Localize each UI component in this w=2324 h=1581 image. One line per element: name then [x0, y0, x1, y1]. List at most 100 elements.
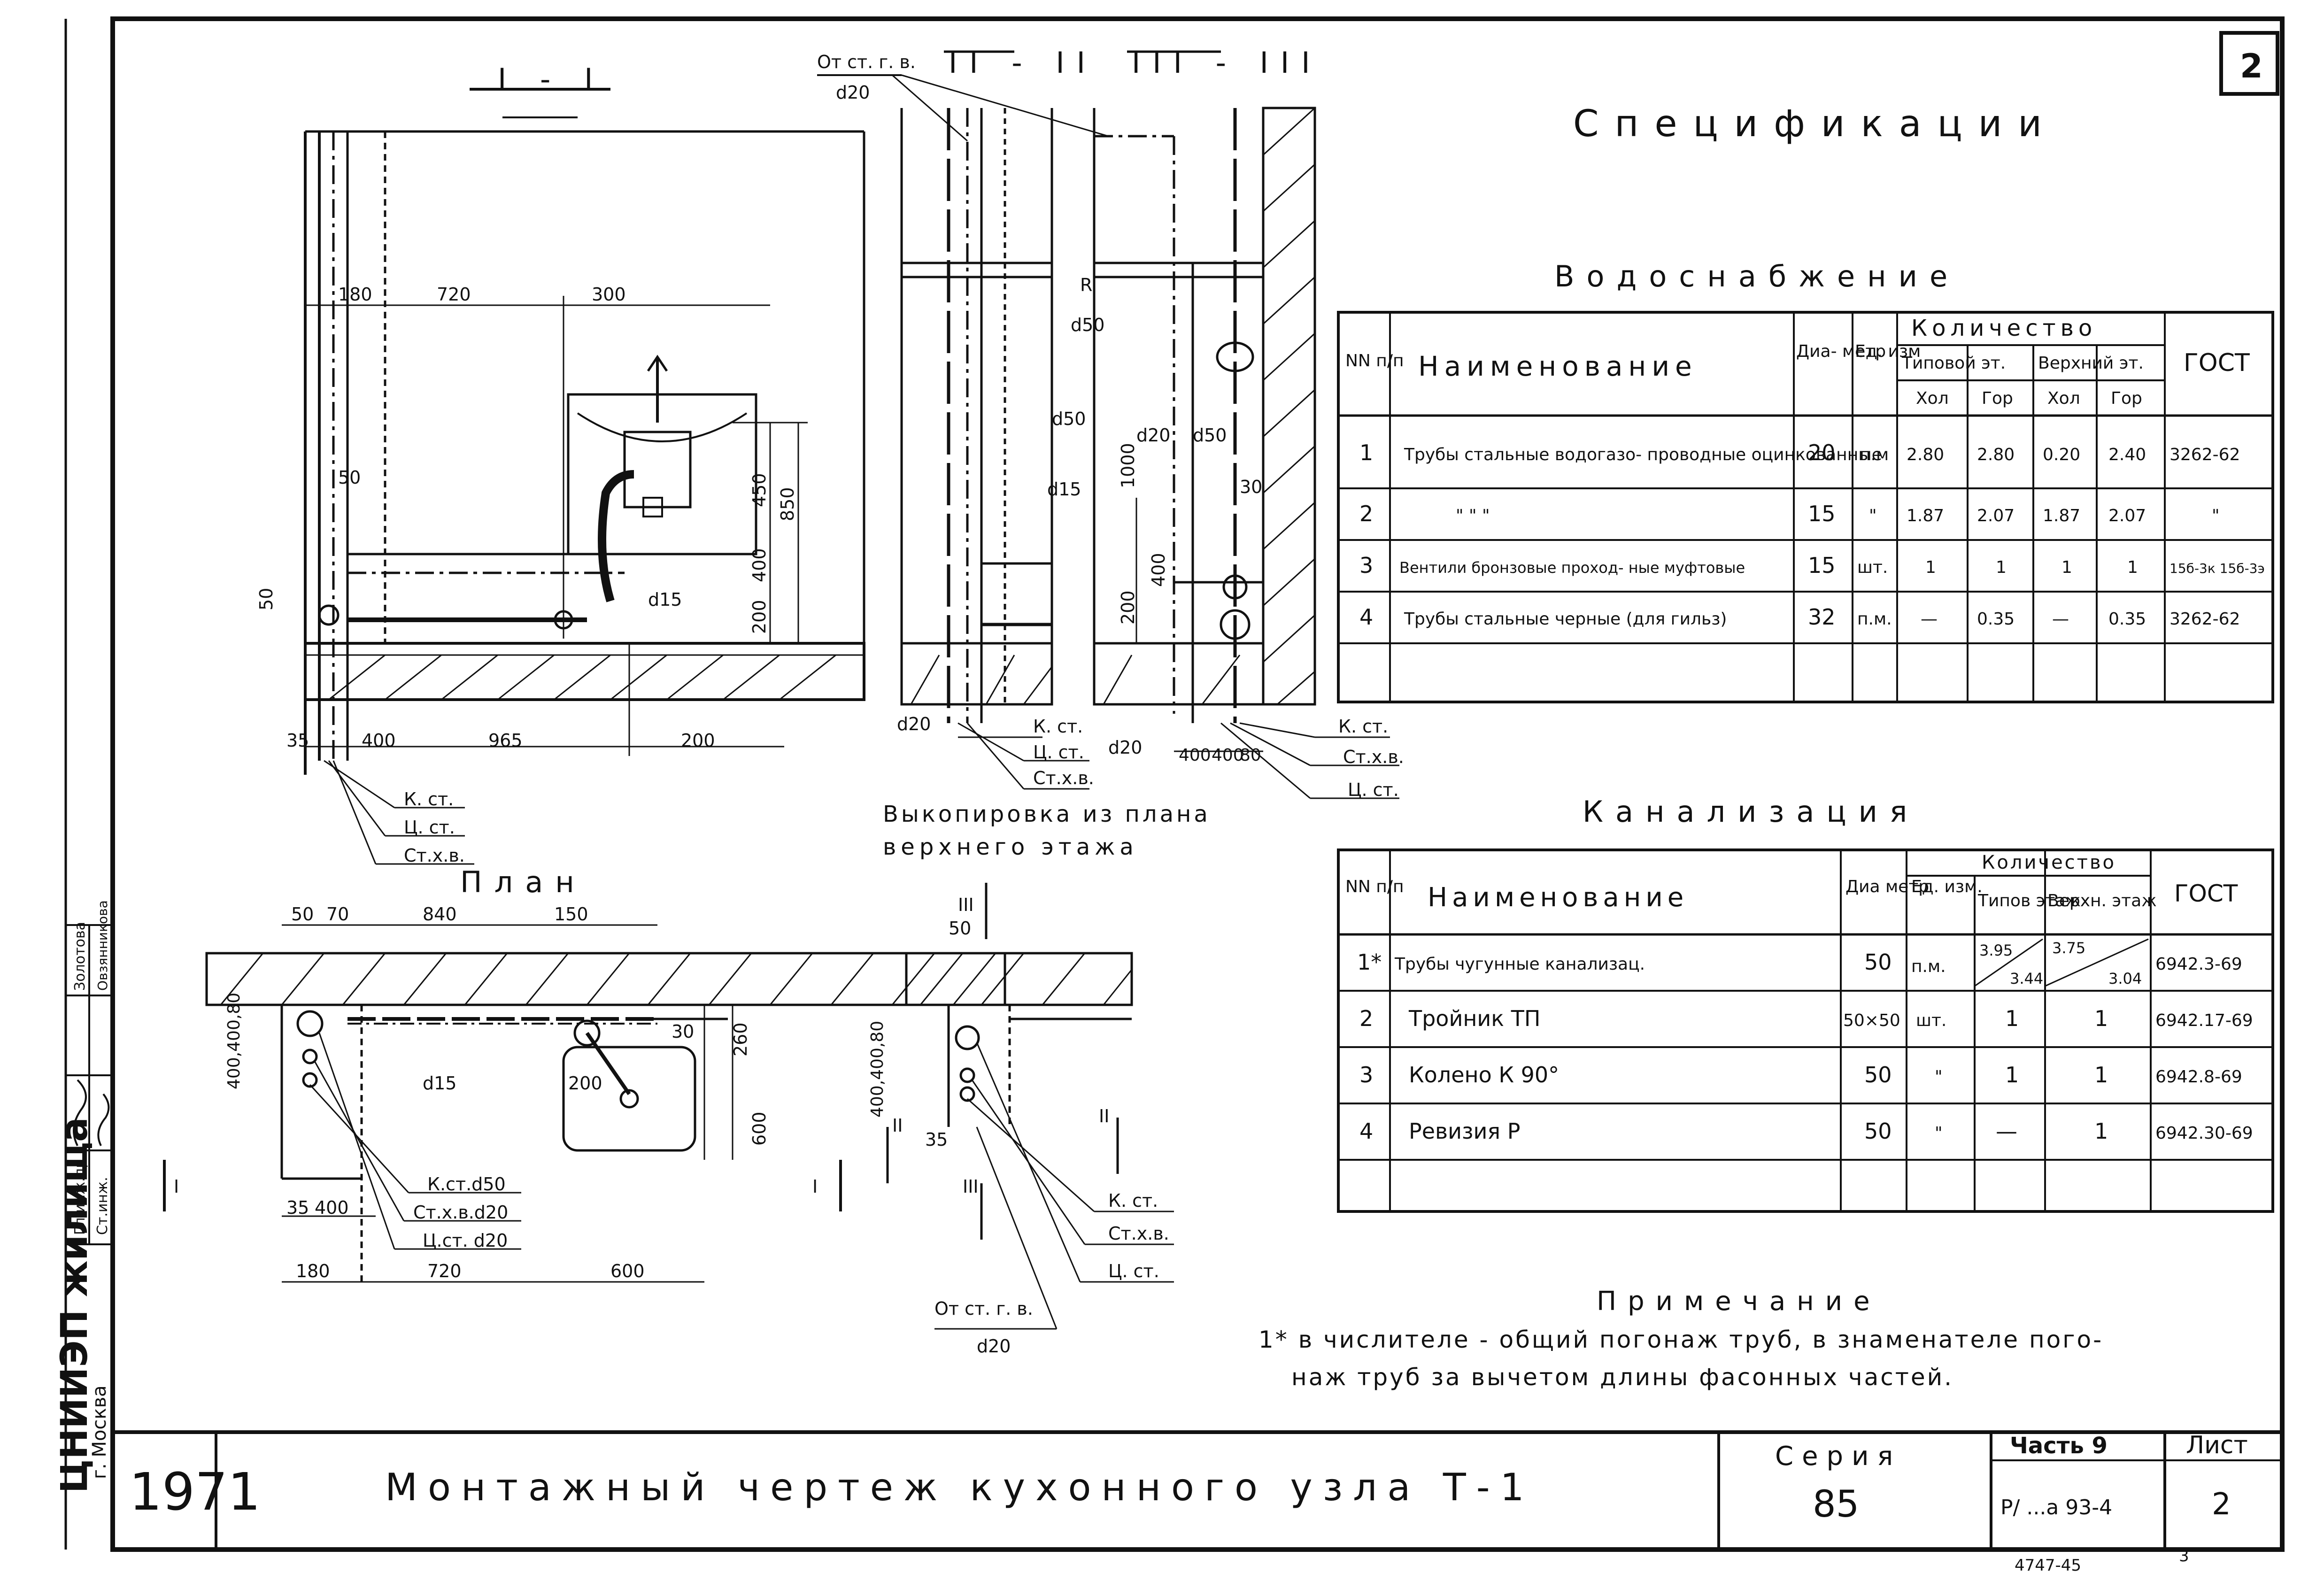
section-1-dim-50: 50 [338, 467, 361, 488]
series-label: Серия [1775, 1441, 1901, 1472]
water-h-nn: NN п/п [1345, 351, 1404, 370]
water-cell-d: 20 [1808, 440, 1836, 465]
sewer-h-nn: NN п/п [1345, 877, 1404, 896]
sewer-cell-up-den: 3.04 [2108, 970, 2142, 987]
water-cell-th: 1 [1996, 558, 2007, 577]
section-3-dim-400: 400 [1148, 553, 1169, 587]
upper-plan-mark-4: III [963, 1176, 979, 1197]
section-3-drawing [1093, 50, 1399, 799]
sewer-cell-gost: 6942.30-69 [2155, 1124, 2253, 1143]
sewer-row-2: 2 Тройник ТП 50×50 шт. 1 1 6942.17-69 [1359, 1006, 2253, 1031]
water-row-3: 3 Вентили бронзовые проход- ные муфтовые… [1359, 553, 2265, 578]
section-2-d15: d15 [1047, 479, 1081, 500]
water-cell-d: 32 [1808, 604, 1836, 630]
upper-plan-callout-c: Ц. ст. [1108, 1261, 1159, 1281]
water-cell-d: 15 [1808, 501, 1836, 526]
water-h-hot-2: Гор [2111, 389, 2142, 408]
sewer-row-1: 1* Трубы чугунные канализац. 50 п.м. 3.9… [1357, 939, 2242, 987]
sewer-h-upper: Верхн. этаж [2047, 891, 2157, 910]
upper-plan-mark-1: III [958, 895, 974, 915]
upper-plan-callout-k: К. ст. [1108, 1190, 1158, 1211]
sewer-cell-typ: 1 [2005, 1006, 2019, 1031]
plan-dim-400: 400 [315, 1197, 349, 1218]
water-cell-unit: п.м. [1857, 609, 1892, 629]
section-3-label: III - III [1132, 46, 1322, 80]
section-3-callout-c: Ц. ст. [1348, 779, 1399, 800]
water-h-typical: Типовой эт. [1901, 354, 2006, 373]
sewer-row-3: 3 Колено К 90° 50 " 1 1 6942.8-69 [1359, 1062, 2242, 1087]
plan-dim-840: 840 [423, 904, 457, 925]
stamp-role-2: Ст.инж. [94, 1177, 111, 1235]
sewer-cell-typ: — [1996, 1118, 2017, 1144]
plan-dim-180: 180 [296, 1261, 330, 1281]
sewer-cell-d: 50 [1864, 1062, 1892, 1087]
water-cell-n: 3 [1359, 553, 1373, 578]
sewer-h-unit: Ед. изм. [1911, 877, 1983, 896]
water-cell-uc: 0.20 [2043, 445, 2080, 464]
section-3-dim-bottom-3: 80 [1240, 746, 1261, 765]
plan-cut-mark-left: I [174, 1176, 179, 1197]
upper-plan-bottom-d: d20 [977, 1336, 1011, 1357]
upper-plan-dim-50: 50 [949, 918, 971, 939]
sewer-cell-name: Трубы чугунные канализац. [1394, 955, 1645, 974]
water-h-name: Наименование [1418, 350, 1698, 382]
note-title: Примечание [1597, 1286, 1881, 1317]
plan-drawing [163, 924, 1006, 1287]
sheet-frame [110, 16, 2285, 1552]
sewer-cell-up: 1 [2094, 1006, 2108, 1031]
section-1-dim-720: 720 [437, 284, 471, 305]
plan-dim-720: 720 [427, 1261, 462, 1281]
water-h-hot-1: Гор [1982, 389, 2013, 408]
section-1-dim-300: 300 [592, 284, 626, 305]
plan-dim-70: 70 [326, 904, 349, 925]
plan-dim-600b: 600 [610, 1261, 645, 1281]
sewer-h-typical: Типов этаж [1977, 891, 2081, 910]
upper-plan-dim-side: 400,400,80 [868, 1021, 887, 1118]
stamp-city: г. Москва [89, 1385, 110, 1479]
upper-plan-title-2: верхнего этажа [883, 834, 1138, 860]
sewer-h-quantity: Количество [1982, 852, 2116, 873]
plan-callout-xb: Ст.х.в.d20 [413, 1202, 508, 1223]
plan-angle: 200 [568, 1073, 602, 1094]
water-h-quantity: Количество [1911, 315, 2097, 341]
water-row-2: 2 " " " 15 " 1.87 2.07 1.87 2.07 " [1359, 501, 2220, 526]
section-1-dim-50b: 50 [256, 588, 277, 610]
section-3-dim-bottom-2: 400 [1212, 746, 1244, 765]
sewer-h-diameter: Диа метр [1845, 877, 1929, 896]
note-line-2: наж труб за вычетом длины фасонных часте… [1291, 1364, 1953, 1391]
water-cell-uh: 2.40 [2108, 445, 2146, 464]
water-cell-n: 2 [1359, 501, 1373, 526]
upper-plan-callout-xb: Ст.х.в. [1108, 1223, 1169, 1244]
section-2-callout-xb: Ст.х.в. [1033, 768, 1094, 788]
water-row-1: 1 Трубы стальные водогазо- проводные оци… [1359, 440, 2240, 465]
water-cell-n: 1 [1359, 440, 1373, 465]
water-cell-th: 0.35 [1977, 609, 2015, 629]
archive-sub: 3 [2179, 1547, 2189, 1566]
sewer-row-4: 4 Ревизия Р 50 " — 1 6942.30-69 [1359, 1118, 2253, 1144]
section-1-dim-965: 965 [488, 730, 523, 751]
upper-plan-bottom-note: От ст. г. в. [934, 1298, 1033, 1319]
section-1-drawing [304, 88, 865, 865]
section-1-d15: d15 [648, 589, 682, 610]
sewer-cell-typ: 1 [2005, 1062, 2019, 1087]
water-cell-unit: шт. [1857, 558, 1888, 577]
water-title: Водоснабжение [1554, 259, 1960, 293]
water-cell-name: " " " [1456, 506, 1490, 525]
stamp-name-1: Золотова [72, 922, 88, 991]
sewer-cell-name: Ревизия Р [1409, 1118, 1520, 1144]
sheet-label: Лист [2186, 1431, 2248, 1459]
part-code: Р/ ...а 93-4 [2000, 1496, 2112, 1519]
section-1-callout-c: Ц. ст. [404, 817, 455, 838]
plan-dim-side-1: 400,400,80 [224, 993, 244, 1089]
sewer-cell-up-num: 3.75 [2052, 939, 2085, 957]
section-2-label: II - II [949, 46, 1097, 80]
section-2-d50: d50 [1052, 409, 1086, 429]
sewer-title: Канализация [1583, 794, 1919, 829]
plan-dim-260: 260 [730, 1022, 751, 1057]
drawing-title: Монтажный чертеж кухонного узла Т-1 [385, 1465, 1534, 1509]
water-cell-tc: — [1921, 609, 1938, 629]
water-cell-unit: п.м [1860, 445, 1889, 464]
sewer-cell-gost: 6942.8-69 [2155, 1067, 2242, 1087]
plan-dim-600: 600 [749, 1111, 770, 1146]
archive-mark: 4747-45 [2015, 1556, 2081, 1575]
